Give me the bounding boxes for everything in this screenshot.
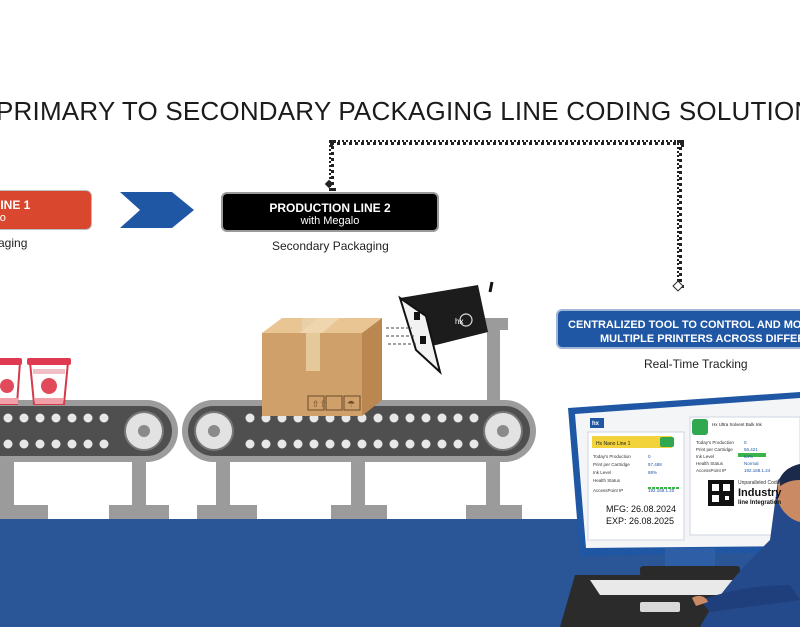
connector-left-drop bbox=[329, 140, 334, 191]
panel2-value-0: 0 bbox=[744, 440, 747, 445]
page-title: PRIMARY TO SECONDARY PACKAGING LINE CODI… bbox=[0, 96, 800, 126]
panel2-value-4: 192.168.1.24 bbox=[744, 468, 771, 473]
line2-caption: Secondary Packaging bbox=[272, 239, 389, 253]
central-caption: Real-Time Tracking bbox=[644, 357, 748, 371]
panel2-big2: line Integration bbox=[738, 500, 781, 506]
panel1-value-4: 192.168.1.20 bbox=[648, 488, 675, 493]
panel2-row-0: Today's Production bbox=[696, 440, 734, 445]
panel1-row-3: Health Status bbox=[593, 478, 621, 483]
line1-sub: tro bbox=[0, 212, 6, 224]
yogurt-cup-2 bbox=[27, 358, 71, 405]
conveyor-1-legs bbox=[0, 462, 169, 519]
person bbox=[692, 464, 800, 627]
panel2-value-2: 64% bbox=[744, 454, 753, 459]
central-line2: MULTIPLE PRINTERS ACROSS DIFFERENT LI bbox=[600, 333, 800, 345]
production-line-1-badge: LINE 1 tro bbox=[0, 190, 92, 230]
panel1-row-4: AccessPoint IP bbox=[593, 488, 623, 493]
printer-logo: hx bbox=[455, 317, 463, 326]
monitor-logo: hx bbox=[592, 421, 600, 427]
panel1-row-2: Ink Level bbox=[593, 470, 611, 475]
svg-text:☂: ☂ bbox=[347, 399, 355, 409]
monitor-texts: hx Hx Nano Line 1 Today's Production Pri… bbox=[592, 421, 784, 526]
panel2-row-3: Health Status bbox=[696, 461, 724, 466]
printer-head bbox=[386, 281, 494, 375]
panel2-value-3: Normal bbox=[744, 461, 759, 466]
central-line1: CENTRALIZED TOOL TO CONTROL AND MON bbox=[568, 319, 800, 331]
panel1-name: Hx Nano Line 1 bbox=[596, 441, 631, 447]
panel2-value-1: 56,421 bbox=[744, 447, 758, 452]
line2-label: PRODUCTION LINE 2 bbox=[269, 201, 391, 215]
cardboard-box: ⇧⇧ ☂ bbox=[262, 318, 382, 416]
line1-caption: aging bbox=[0, 236, 28, 250]
mfg-date: MFG: 26.08.2024 bbox=[606, 504, 676, 514]
panel2-row-2: Ink Level bbox=[696, 454, 714, 459]
panel2-big1: Industry bbox=[738, 487, 782, 499]
printer-stand bbox=[480, 318, 508, 405]
line2-sub: with Megalo bbox=[300, 215, 360, 227]
panel2-row-4: AccessPoint IP bbox=[696, 468, 726, 473]
conveyor-2-legs bbox=[197, 462, 522, 519]
monitor bbox=[568, 392, 800, 576]
svg-text:⇧⇧: ⇧⇧ bbox=[312, 399, 327, 409]
panel2-tag: Unparalleled Coding bbox=[738, 480, 784, 486]
panel1-row-0: Today's Production bbox=[593, 454, 631, 459]
conveyor-1 bbox=[0, 400, 178, 462]
yogurt-cup-1 bbox=[0, 358, 22, 405]
panel1-value-2: 88% bbox=[648, 470, 657, 475]
panel2-row-1: Print per Cartridge bbox=[696, 447, 733, 452]
exp-date: EXP: 26.08.2025 bbox=[606, 516, 674, 526]
centralized-tool-badge: CENTRALIZED TOOL TO CONTROL AND MON MULT… bbox=[556, 309, 800, 349]
panel1-value-1: 57,488 bbox=[648, 462, 662, 467]
panel2-name: Hx Ultra Solvent Bulk Ink bbox=[712, 422, 763, 427]
panel1-row-1: Print per Cartridge bbox=[593, 462, 630, 467]
line1-label: LINE 1 bbox=[0, 198, 31, 212]
panel1-value-0: 0 bbox=[648, 454, 651, 459]
production-line-2-badge: PRODUCTION LINE 2 with Megalo bbox=[221, 192, 439, 232]
